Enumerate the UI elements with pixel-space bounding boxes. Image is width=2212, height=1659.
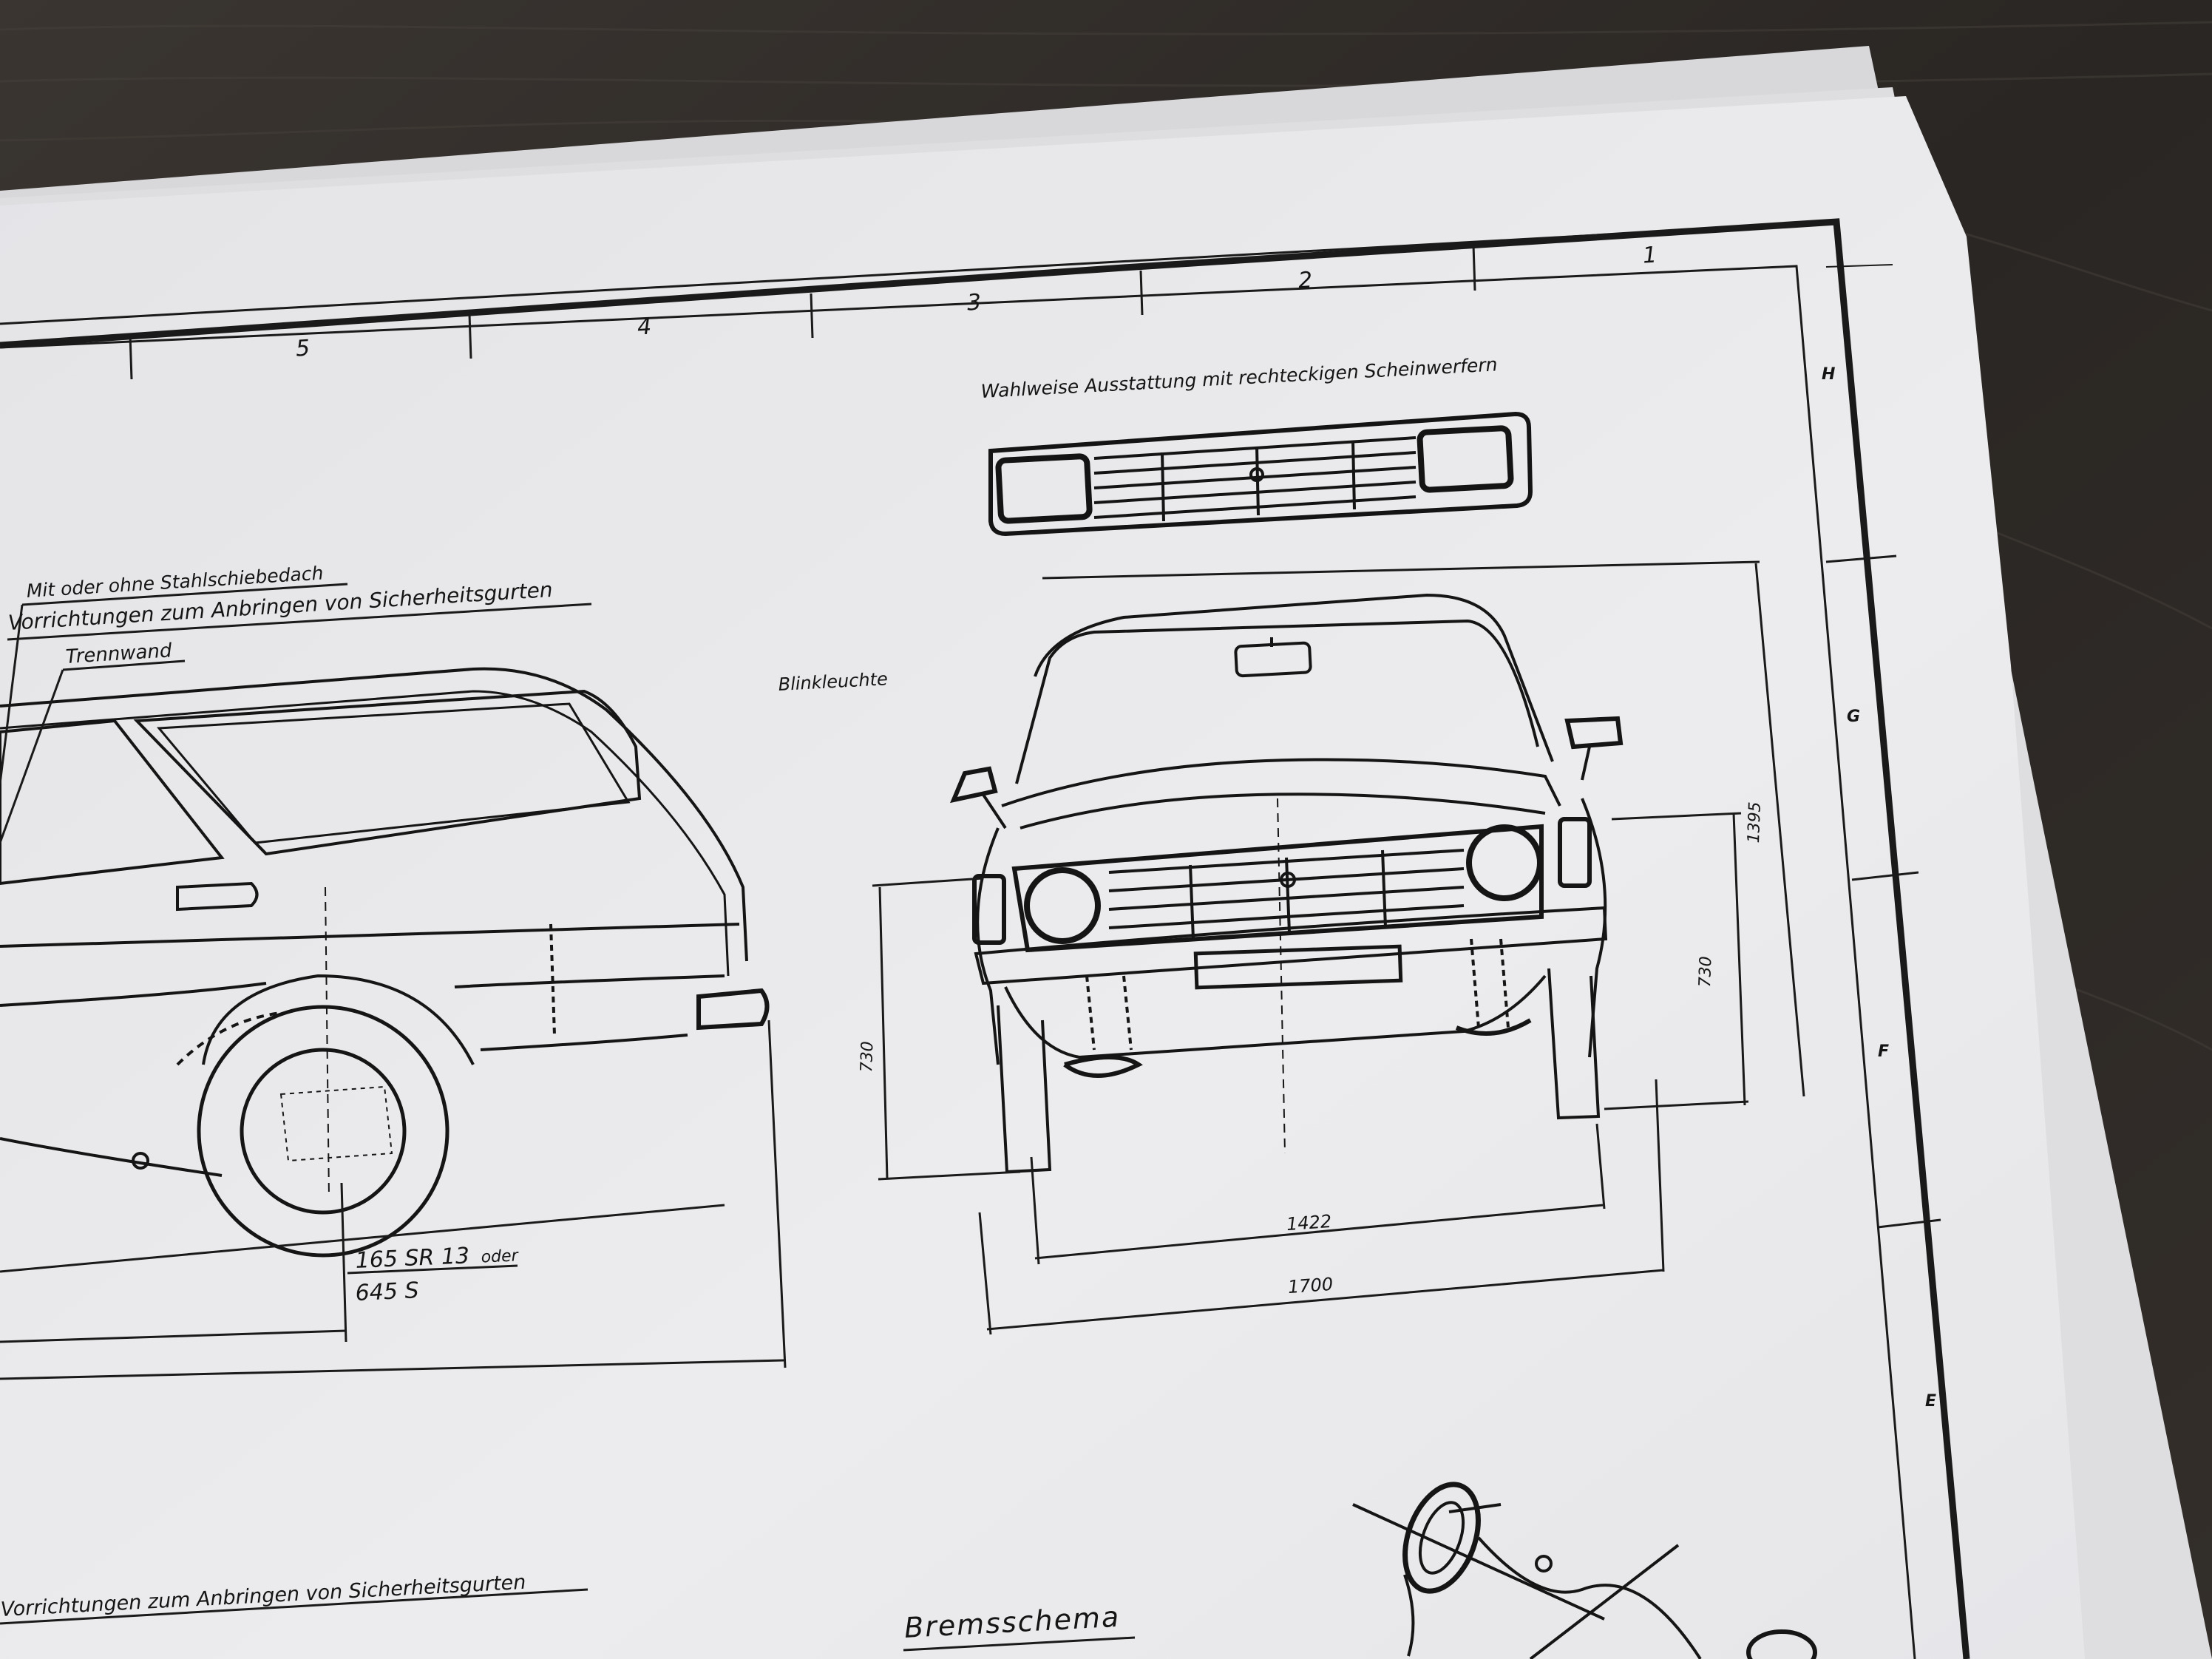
row-label-g: G (1847, 708, 1861, 726)
grid-label-3: 3 (966, 289, 983, 316)
grid-label-2: 2 (1297, 267, 1314, 294)
dim-track-width: 1422 (1286, 1210, 1332, 1235)
tyre-size-line2: 645 S (355, 1278, 420, 1306)
row-label-e: E (1925, 1392, 1937, 1411)
column-dividers (129, 244, 1476, 380)
row-label-h: H (1822, 365, 1836, 384)
rect-headlamp-grille (988, 411, 1533, 537)
row-dividers (1825, 554, 1941, 1229)
dim-overall-width: 1700 (1287, 1273, 1334, 1298)
car-side-view (0, 667, 770, 1258)
front-dimension-lines (872, 560, 1805, 1335)
side-dimension-lines (0, 1020, 787, 1380)
brake-diagram (1352, 1482, 1817, 1659)
tyre-or-text: oder (481, 1246, 519, 1267)
drawing-frame (0, 218, 1970, 1659)
grid-label-5: 5 (294, 335, 311, 362)
dim-bumper-height-left: 730 (858, 1041, 878, 1073)
grid-label-4: 4 (636, 313, 653, 341)
dim-overall-height: 1395 (1745, 801, 1765, 844)
row-label-f: F (1878, 1042, 1890, 1061)
grid-label-1: 1 (1641, 242, 1658, 269)
tyre-size-text: 165 SR 13 (355, 1243, 470, 1274)
callout-leaders (0, 583, 1136, 1652)
car-front-view (950, 593, 1624, 1174)
dim-bumper-height-right: 730 (1696, 956, 1716, 988)
